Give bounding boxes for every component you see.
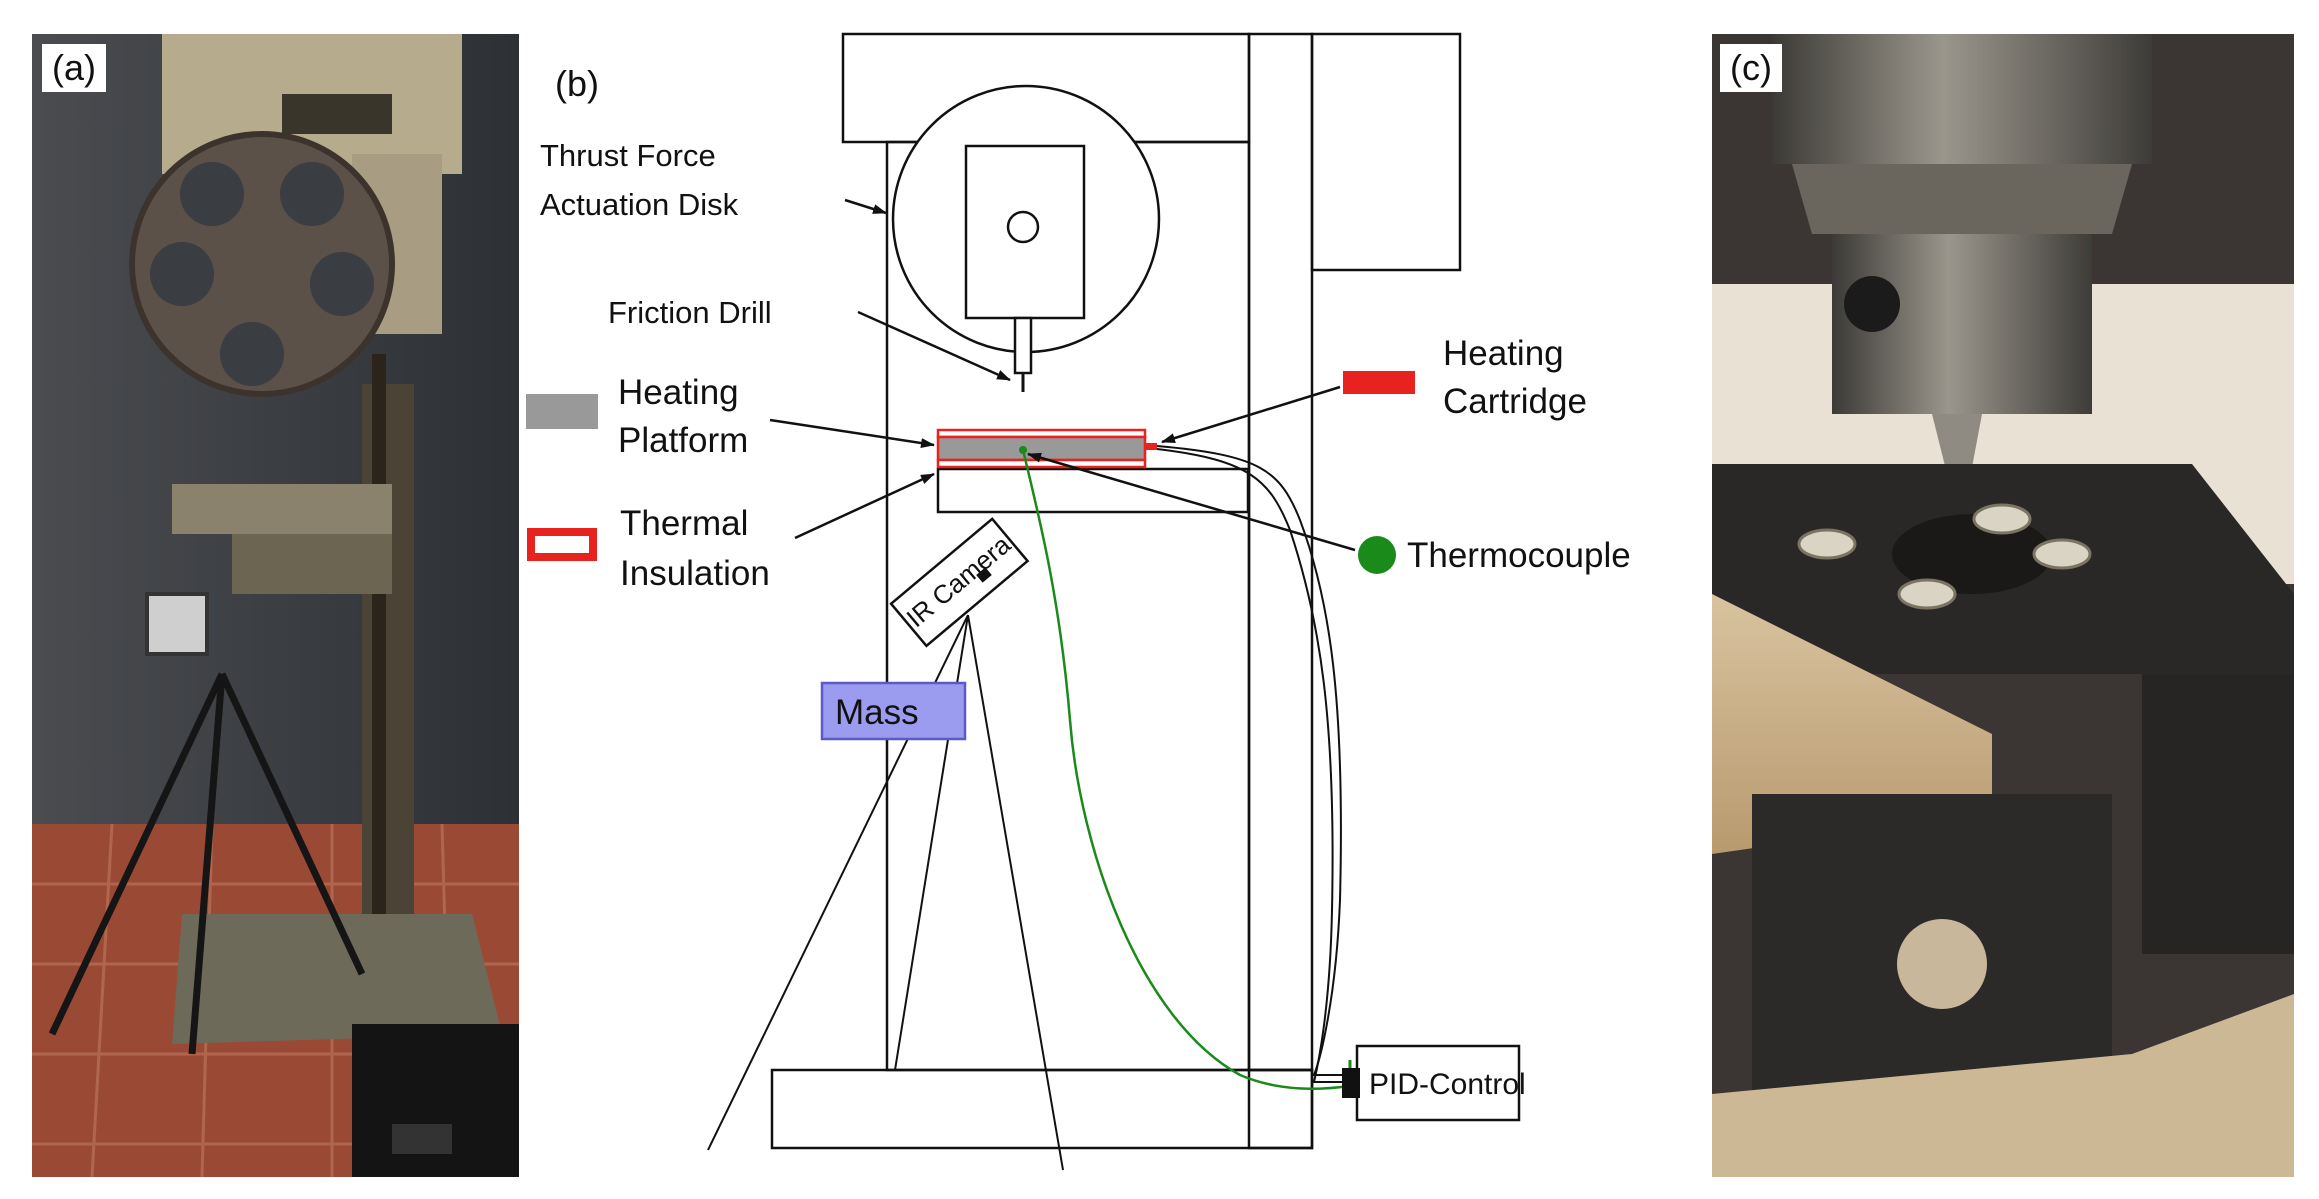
heating-cartridge (1145, 443, 1157, 450)
insulation-bottom (936, 458, 1147, 469)
friction-drill-label: Friction Drill (608, 295, 772, 330)
heating-platform (936, 435, 1147, 462)
thermocouple-label: Thermocouple (1407, 536, 1631, 575)
thrust-force-label: Thrust Force (540, 138, 716, 173)
frame-column (1247, 32, 1314, 1072)
mass-block (820, 681, 967, 741)
pid-control-label: PID-Control (1369, 1068, 1526, 1101)
frame-head-box (1310, 32, 1462, 272)
legend-heating-platform-swatch (526, 394, 598, 429)
frame-base (770, 1068, 1314, 1150)
panel-label-b: (b) (555, 63, 599, 104)
thermal-insulation-label-1: Thermal (620, 504, 748, 543)
legend-heating-cartridge-swatch (1343, 371, 1415, 394)
thermal-insulation-label-2: Insulation (620, 554, 770, 593)
panel-label-c: (c) (1720, 44, 1782, 92)
heating-cartridge-label-2: Cartridge (1443, 382, 1587, 421)
lower-table (936, 467, 1250, 514)
legend-thermocouple-dot (1358, 536, 1396, 574)
heating-platform-label-2: Platform (618, 421, 748, 460)
photo-drill-press: (a) (32, 34, 519, 1177)
drill-motor-box (964, 144, 1086, 320)
friction-drill-bit (1013, 316, 1033, 375)
actuation-disk-label: Actuation Disk (540, 187, 739, 222)
legend-thermal-insulation-swatch (527, 528, 597, 561)
heating-cartridge-label-1: Heating (1443, 334, 1564, 373)
thermocouple-tip (1019, 446, 1027, 454)
pid-control-box (1355, 1044, 1521, 1122)
photo-drill-closeup: (c) (1712, 34, 2294, 1177)
heating-platform-label-1: Heating (618, 373, 739, 412)
frame-bottom-right (1247, 1068, 1314, 1150)
panel-label-a: (a) (42, 44, 106, 92)
ir-camera: IR Camera (889, 517, 1030, 648)
spindle-circle (1006, 210, 1040, 244)
mass-label: Mass (835, 693, 919, 732)
